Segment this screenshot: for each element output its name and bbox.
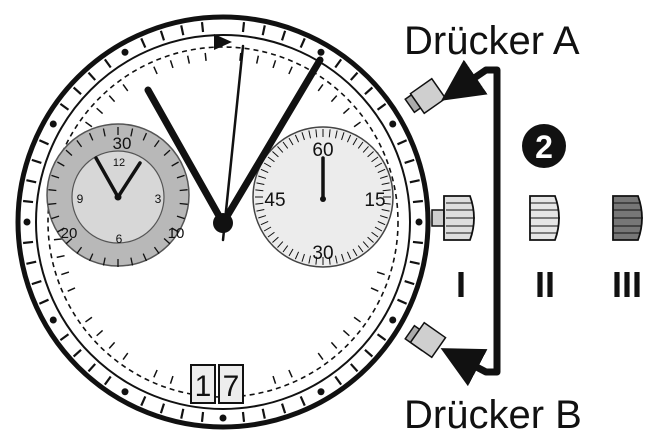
- twelve-marker: [214, 34, 232, 50]
- step-badge-number: 2: [535, 129, 553, 165]
- pusher-b: [404, 321, 447, 359]
- date-window: 1 7: [190, 364, 244, 404]
- left-subdial-hand-a: [94, 156, 120, 199]
- minute-hand: [219, 56, 324, 227]
- right-30: 30: [312, 243, 333, 264]
- second-hand: [221, 44, 245, 242]
- crown-position-1: [431, 195, 475, 241]
- crown-label-2: II: [535, 264, 555, 305]
- right-15: 15: [364, 190, 385, 211]
- right-45: 45: [264, 190, 285, 211]
- left-outer-10: 10: [168, 225, 185, 242]
- step-badge: 2: [522, 124, 566, 168]
- bezel-ticks: [22, 21, 424, 423]
- left-inner-3: 3: [155, 192, 162, 206]
- crown-label-1: I: [456, 264, 466, 305]
- hands-pivot: [213, 213, 233, 233]
- pusher-b-label: Drücker B: [404, 393, 582, 437]
- left-inner-9: 9: [77, 192, 84, 206]
- left-outer-20: 20: [61, 225, 78, 242]
- pusher-bracket-arrow: [440, 59, 501, 387]
- left-inner-12: 12: [113, 157, 125, 169]
- date-digit-1: 1: [195, 370, 212, 403]
- left-subdial: 30 10 20 12 3 6 9: [46, 123, 190, 267]
- left-inner-6: 6: [116, 232, 123, 246]
- hour-hand: [144, 86, 227, 227]
- crown-position-3: [612, 195, 643, 241]
- pusher-a: [404, 77, 447, 115]
- date-digit-2: 7: [223, 370, 240, 403]
- crown-position-2: [529, 195, 560, 241]
- crown-label-3: III: [612, 264, 642, 305]
- pusher-a-label: Drücker A: [404, 19, 580, 63]
- left-outer-30: 30: [113, 134, 132, 153]
- right-60: 60: [312, 140, 333, 161]
- main-hands: [144, 44, 324, 242]
- left-subdial-hand-b: [116, 161, 142, 199]
- right-subdial: 60 15 30 45: [252, 126, 394, 268]
